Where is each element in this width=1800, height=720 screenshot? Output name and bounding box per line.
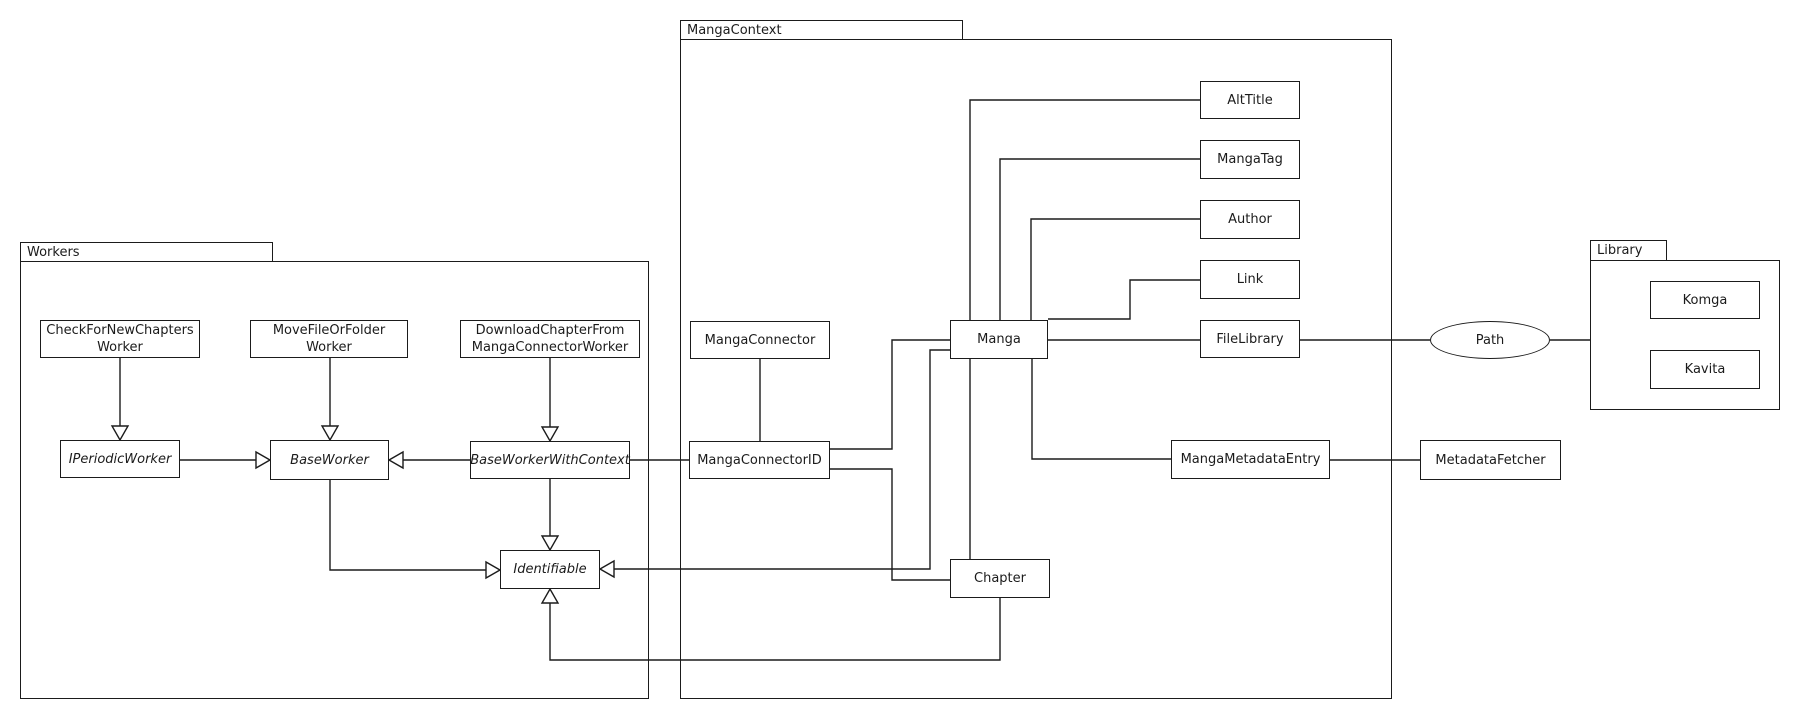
node-kavita: Kavita — [1650, 350, 1760, 389]
node-manga-connector: MangaConnector — [690, 321, 830, 359]
node-label-line2: MangaConnectorWorker — [471, 340, 629, 355]
node-label-line1: CheckForNewChapters — [46, 323, 194, 338]
node-link: Link — [1200, 260, 1300, 299]
node-label: Path — [1475, 332, 1505, 348]
node-label: AltTitle — [1227, 92, 1273, 108]
node-identifiable: Identifiable — [500, 550, 600, 589]
node-metadata-fetcher: MetadataFetcher — [1420, 440, 1561, 480]
node-label: MangaConnector — [704, 332, 816, 348]
node-label: MetadataFetcher — [1435, 452, 1546, 468]
node-manga: Manga — [950, 320, 1048, 359]
package-workers-label: Workers — [27, 244, 80, 260]
package-library-tab: Library — [1590, 240, 1667, 261]
node-label: Identifiable — [513, 562, 587, 577]
node-manga-metadata-entry: MangaMetadataEntry — [1171, 440, 1330, 479]
node-label: Komga — [1682, 292, 1728, 308]
node-label: BaseWorkerWithContext — [470, 452, 630, 468]
node-i-periodic-worker: IPeriodicWorker — [60, 440, 180, 478]
node-move-file-or-folder-worker: MoveFileOrFolder Worker — [250, 320, 408, 358]
package-manga-context-body — [680, 39, 1392, 699]
node-download-chapter-from-manga-connector-worker: DownloadChapterFrom MangaConnectorWorker — [460, 320, 640, 358]
node-label: MangaTag — [1217, 152, 1283, 167]
node-label-line1: DownloadChapterFrom — [475, 323, 625, 338]
node-label: Author — [1228, 212, 1272, 227]
node-manga-connector-id: MangaConnectorID — [689, 441, 830, 479]
node-label: Chapter — [974, 571, 1026, 586]
node-label-line2: Worker — [306, 340, 352, 355]
node-author: Author — [1200, 200, 1300, 239]
node-base-worker: BaseWorker — [270, 440, 389, 480]
node-check-for-new-chapters-worker: CheckForNewChapters Worker — [40, 320, 200, 358]
node-label-line1: MoveFileOrFolder — [272, 323, 386, 338]
node-path-ellipse: Path — [1430, 321, 1550, 359]
node-file-library: FileLibrary — [1200, 320, 1300, 358]
node-alt-title: AltTitle — [1200, 81, 1300, 119]
node-label: Manga — [977, 332, 1021, 347]
node-base-worker-with-context: BaseWorkerWithContext — [470, 441, 630, 479]
node-label-line2: Worker — [97, 340, 143, 355]
node-label: FileLibrary — [1216, 331, 1284, 347]
node-label: Kavita — [1684, 362, 1726, 377]
package-manga-context-label: MangaContext — [687, 22, 782, 38]
node-chapter: Chapter — [950, 559, 1050, 598]
package-manga-context-tab: MangaContext — [680, 20, 963, 40]
node-label: MangaConnectorID — [697, 452, 822, 468]
package-library-label: Library — [1597, 243, 1643, 258]
node-label: BaseWorker — [290, 452, 369, 468]
node-manga-tag: MangaTag — [1200, 140, 1300, 179]
package-workers-tab: Workers — [20, 242, 273, 262]
node-label: MangaMetadataEntry — [1180, 452, 1321, 467]
node-label: IPeriodicWorker — [68, 451, 172, 467]
package-library-body — [1590, 260, 1780, 410]
node-label: Link — [1236, 272, 1264, 287]
node-komga: Komga — [1650, 281, 1760, 319]
